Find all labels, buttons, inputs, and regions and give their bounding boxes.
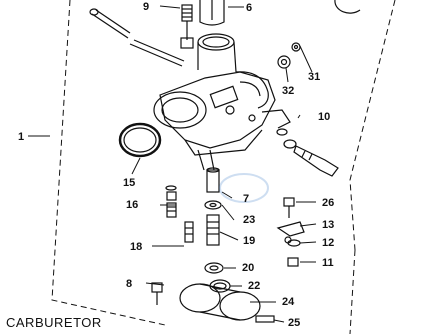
leader-lines [28,5,317,323]
callout-24: 24 [282,296,295,308]
callout-22: 22 [248,280,260,292]
part-18-jet [184,221,194,243]
callout-13: 13 [322,219,334,231]
part-20-washer [204,262,224,274]
part-7-needle-jet [206,167,220,193]
part-11-screw [287,257,299,267]
callout-12: 12 [322,237,334,249]
watermark-seal [219,173,269,203]
callout-32: 32 [282,85,294,97]
part-9-screw [180,4,194,49]
callout-20: 20 [242,262,254,274]
callout-18: 18 [130,241,142,253]
part-15-oring [118,122,162,158]
carburetor-body [153,71,291,171]
callout-26: 26 [322,197,334,209]
part-8-screw [151,282,163,305]
part-16-jets [165,185,177,218]
intake-tube [197,33,237,73]
throttle-shaft [89,8,185,67]
part-19-main-jet [206,214,220,246]
callout-labels: 9 6 31 32 10 7 23 19 20 22 24 25 16 18 8… [18,1,334,329]
callout-15: 15 [123,177,135,189]
callout-9: 9 [143,1,149,13]
part-24-float [179,283,261,321]
callout-11: 11 [322,257,334,269]
callout-7: 7 [243,193,249,205]
top-right-disc [334,0,361,14]
part-25-pin [255,315,275,323]
part-31-32-hardware [277,42,301,69]
callout-23: 23 [243,214,255,226]
callout-6: 6 [246,2,252,14]
callout-8: 8 [126,278,132,290]
diagram-caption: CARBURETOR [6,315,102,330]
part-6-cap [199,0,225,26]
callout-25: 25 [288,317,300,329]
part-10-screw [276,128,339,177]
callout-16: 16 [126,199,138,211]
assembly-boundary [51,0,396,334]
part-23-washer [204,200,222,210]
callout-31: 31 [308,71,320,83]
part-26-screw [283,197,295,218]
callout-1: 1 [18,131,24,143]
callout-19: 19 [243,235,255,247]
callout-10: 10 [318,111,330,123]
